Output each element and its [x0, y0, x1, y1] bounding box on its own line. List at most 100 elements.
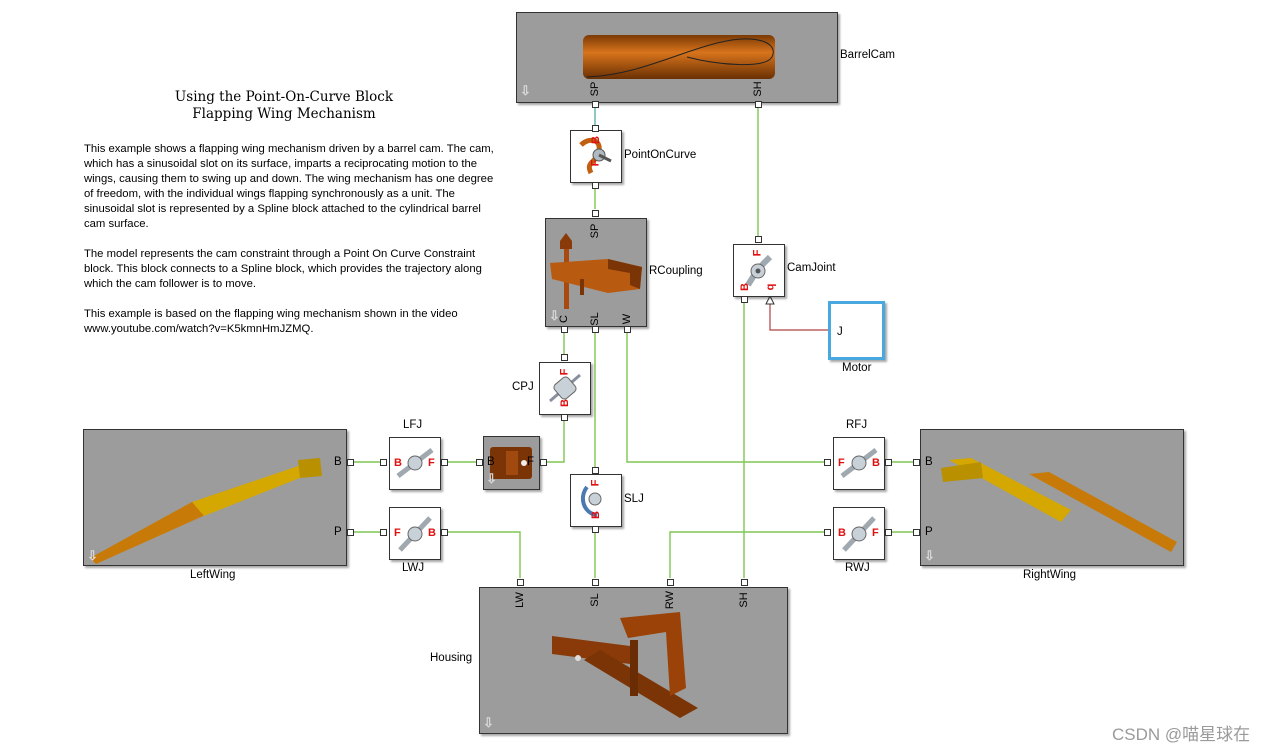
housing-port-sl: SL — [589, 593, 601, 607]
motor-name: Motor — [842, 362, 872, 374]
line-lwj-housing — [445, 531, 521, 578]
port[interactable] — [441, 529, 448, 536]
down-arrow-icon: ⇩ — [486, 471, 497, 486]
port-letter-f: F — [394, 527, 401, 539]
port[interactable] — [561, 414, 568, 421]
port[interactable] — [885, 459, 892, 466]
title-line-2: Flapping Wing Mechanism — [192, 106, 376, 122]
camjoint-icon — [745, 254, 773, 287]
annotation-title: Using the Point-On-Curve Block Flapping … — [134, 89, 434, 123]
port[interactable] — [913, 529, 920, 536]
port[interactable] — [741, 296, 748, 303]
port[interactable] — [441, 459, 448, 466]
rightwing-image — [941, 458, 1177, 552]
cpj-name: CPJ — [512, 381, 534, 393]
down-arrow-icon: ⇩ — [483, 715, 494, 730]
coupler-port-b: B — [487, 456, 495, 468]
port[interactable] — [347, 459, 354, 466]
block-housing[interactable]: ⇩ — [479, 587, 788, 734]
pointoncurve-icon — [579, 137, 612, 175]
block-leftwing[interactable]: B P ⇩ — [83, 429, 347, 566]
block-rwj[interactable]: B F — [833, 507, 885, 560]
port[interactable] — [741, 579, 748, 586]
port-letter-f: F — [838, 457, 845, 469]
port-letter-f: F — [589, 479, 602, 487]
port[interactable] — [380, 529, 387, 536]
rcoupling-image — [550, 233, 642, 309]
port[interactable] — [824, 459, 831, 466]
port-letter-f: F — [751, 249, 764, 257]
port[interactable] — [824, 529, 831, 536]
lwj-name: LWJ — [402, 562, 425, 574]
block-camjoint[interactable]: F B q — [733, 244, 785, 297]
coupler-port-f: F — [527, 456, 535, 468]
port[interactable] — [667, 579, 674, 586]
rwj-name: RWJ — [845, 562, 870, 574]
barrelcam-port-sh: SH — [752, 81, 764, 97]
block-rightwing[interactable]: B P ⇩ — [920, 429, 1184, 566]
block-lwj[interactable]: F B — [389, 507, 441, 560]
block-pointoncurve[interactable]: F B — [570, 130, 622, 183]
housing-port-rw: RW — [664, 590, 676, 610]
watermark: CSDN @喵星球在 — [1112, 725, 1251, 744]
rfj-name: RFJ — [846, 419, 868, 431]
block-barrelcam[interactable]: ⇩ — [516, 12, 838, 103]
down-arrow-icon: ⇩ — [87, 548, 98, 563]
slj-name: SLJ — [624, 493, 644, 505]
rwj-icon — [842, 516, 876, 552]
port[interactable] — [540, 459, 547, 466]
port[interactable] — [913, 459, 920, 466]
annotation-description: This example shows a flapping wing mecha… — [84, 142, 494, 352]
port[interactable] — [755, 236, 762, 243]
port-letter-b: B — [589, 136, 602, 144]
port[interactable] — [592, 579, 599, 586]
leftwing-port-p: P — [334, 526, 342, 538]
port-letter-b: B — [589, 511, 602, 519]
port[interactable] — [755, 101, 762, 108]
port-letter-b: B — [394, 457, 402, 469]
description-paragraph-3: This example is based on the flapping wi… — [84, 308, 458, 335]
line-rcoupling-rfj — [626, 330, 824, 463]
block-lfj[interactable]: B F — [389, 437, 441, 490]
port-letter-q: q — [764, 283, 777, 291]
port[interactable] — [476, 459, 483, 466]
down-arrow-icon: ⇩ — [520, 83, 531, 98]
block-coupler[interactable]: B F ⇩ — [483, 436, 540, 490]
block-motor[interactable]: J — [828, 301, 885, 360]
block-rfj[interactable]: F B — [833, 437, 885, 490]
port[interactable] — [517, 579, 524, 586]
port[interactable] — [592, 210, 599, 217]
port[interactable] — [380, 459, 387, 466]
block-slj[interactable]: F B — [570, 474, 622, 527]
rcoupling-port-sp: SP — [589, 223, 601, 239]
cpj-icon — [549, 373, 581, 403]
port[interactable] — [561, 354, 568, 361]
rightwing-name: RightWing — [1023, 569, 1077, 581]
block-rcoupling[interactable]: ⇩ — [545, 218, 647, 327]
port[interactable] — [592, 326, 599, 333]
port[interactable] — [592, 467, 599, 474]
port-letter-b: B — [428, 527, 436, 539]
line-motor-camjoint — [769, 302, 828, 331]
port-letter-f: F — [558, 368, 571, 376]
port[interactable] — [885, 529, 892, 536]
port[interactable] — [592, 125, 599, 132]
down-arrow-icon: ⇩ — [549, 308, 560, 323]
block-cpj[interactable]: F B — [539, 362, 591, 415]
port[interactable] — [592, 101, 599, 108]
port-letter-b: B — [558, 399, 571, 407]
down-arrow-icon: ⇩ — [924, 548, 935, 563]
port-letter-f: F — [872, 527, 879, 539]
rfj-icon — [840, 448, 878, 478]
port-letter-b: B — [872, 457, 880, 469]
lfj-icon — [396, 448, 434, 478]
pointoncurve-name: PointOnCurve — [624, 149, 697, 161]
port[interactable] — [624, 326, 631, 333]
port[interactable] — [592, 182, 599, 189]
port[interactable] — [561, 326, 568, 333]
port[interactable] — [347, 529, 354, 536]
port[interactable] — [592, 526, 599, 533]
rightwing-port-p: P — [925, 526, 933, 538]
description-paragraph-2: The model represents the cam constraint … — [84, 248, 482, 290]
port-letter-f: F — [589, 159, 602, 167]
